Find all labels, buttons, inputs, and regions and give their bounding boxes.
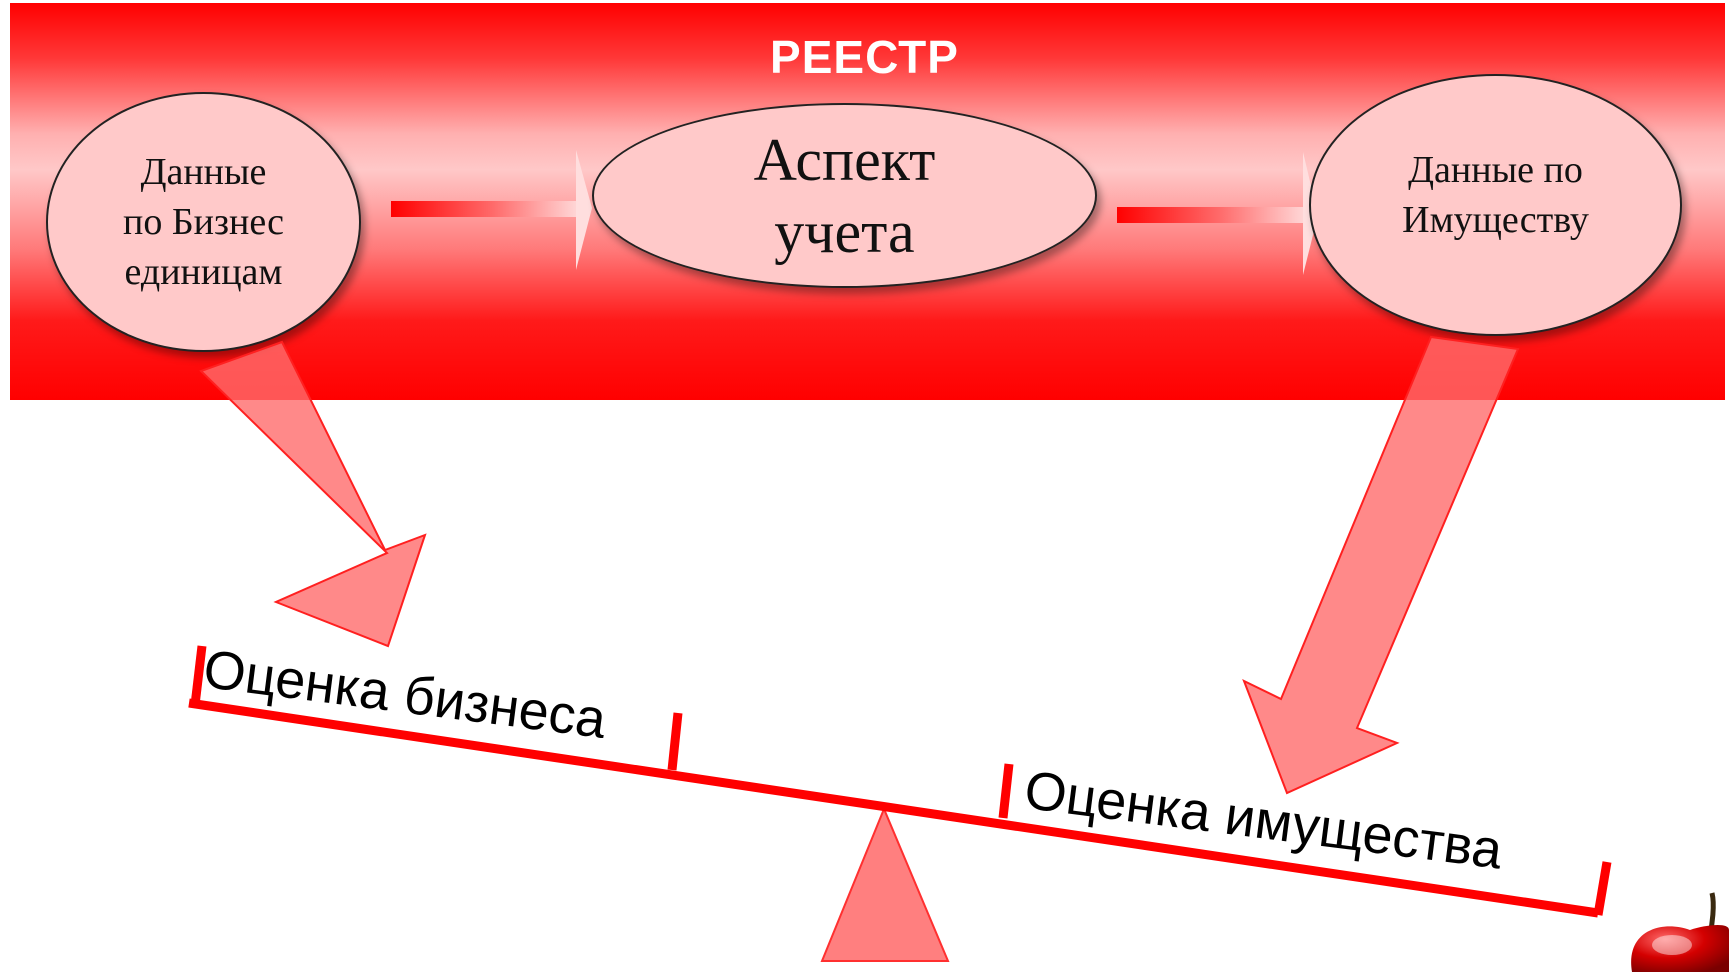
arrow-business-to-valuation (199, 340, 427, 648)
bracket-left-start (190, 645, 207, 706)
arrow-property-to-valuation (1242, 335, 1520, 795)
bracket-right-start (998, 763, 1014, 819)
node-business-units-label: Данные по Бизнес единицам (122, 151, 285, 293)
scale-beam (188, 698, 1599, 918)
bracket-right-end (1593, 861, 1612, 916)
banner-title: РЕЕСТР (770, 31, 959, 83)
bracket-left-end (667, 712, 683, 771)
node-property-label: Данные по Имуществу (1402, 149, 1589, 241)
node-business-units: Данные по Бизнес единицам (46, 92, 361, 352)
node-property: Данные по Имуществу (1309, 74, 1682, 336)
node-accounting-aspect: Аспект учета (592, 103, 1097, 288)
arrow-business-to-aspect (391, 150, 592, 270)
node-accounting-aspect-label: Аспект учета (753, 126, 936, 265)
scale-fulcrum (820, 806, 950, 962)
